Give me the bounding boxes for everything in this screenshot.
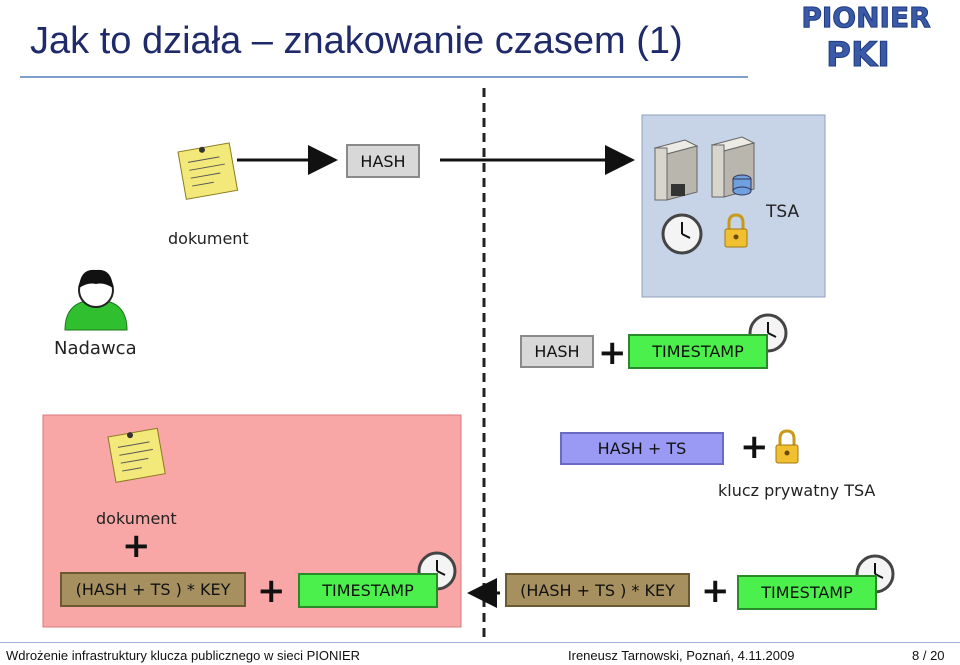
document-icon (177, 142, 239, 200)
person-icon (64, 269, 128, 331)
signed-box-right: (HASH + TS ) * KEY (505, 573, 690, 607)
server-icon (653, 139, 699, 201)
receiver-document-label: dokument (96, 509, 177, 528)
timestamp-box-mid: TIMESTAMP (628, 334, 768, 369)
clock-icon (661, 213, 703, 255)
plus-sign: + (257, 571, 286, 611)
footer-rule (0, 642, 960, 643)
tsa-label: TSA (766, 202, 800, 222)
pionier-pki-logo: PIONIER PKI (801, 1, 931, 73)
hash-ts-box: HASH + TS (560, 432, 724, 465)
title-underline (20, 76, 748, 78)
timestamp-box-left: TIMESTAMP (298, 573, 438, 608)
plus-sign: + (122, 526, 151, 566)
plus-sign: + (598, 333, 627, 373)
timestamp-box-right: TIMESTAMP (737, 575, 877, 610)
plus-sign: + (701, 571, 730, 611)
sender-label: Nadawca (54, 338, 137, 359)
page-number: 8 / 20 (912, 648, 945, 663)
lock-icon (775, 429, 799, 464)
document-icon (107, 427, 166, 483)
hash-box-mid: HASH (520, 335, 594, 368)
signed-box-left: (HASH + TS ) * KEY (60, 572, 246, 607)
private-key-label: klucz prywatny TSA (718, 481, 876, 500)
document-label: dokument (168, 229, 249, 248)
lock-icon (724, 213, 748, 248)
slide-title: Jak to działa – znakowanie czasem (1) (30, 20, 683, 62)
hash-box-top: HASH (346, 144, 420, 178)
logo-line1: PIONIER (801, 1, 930, 34)
footer-center: Ireneusz Tarnowski, Poznań, 4.11.2009 (568, 648, 795, 663)
plus-sign: + (740, 427, 769, 467)
footer-left: Wdrożenie infrastruktury klucza publiczn… (6, 648, 361, 663)
logo-line2: PKI (826, 35, 890, 72)
database-server-icon (710, 136, 756, 198)
